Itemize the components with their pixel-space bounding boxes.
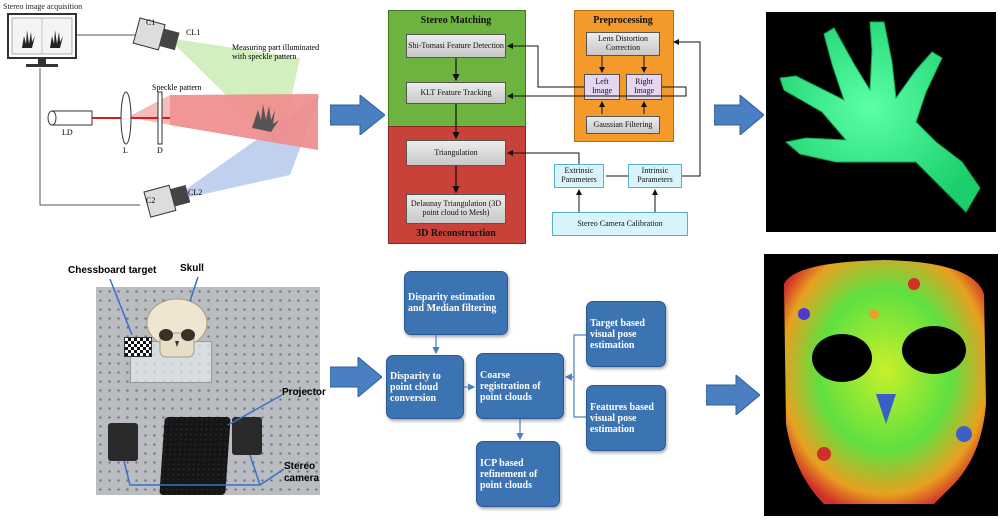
preprocessing-title: Preprocessing: [593, 15, 653, 26]
hand-mesh-render: [766, 12, 996, 232]
reconstruction-title: 3D Reconstruction: [416, 228, 496, 239]
lab-setup-photo: Chessboard target Skull Projector Stereo…: [0, 255, 335, 510]
extrinsic-box: Extrinsic Parameters: [554, 164, 604, 188]
pipeline-connectors: [452, 39, 701, 212]
skull-pointcloud-render: [764, 254, 998, 516]
chessboard-icon: [124, 337, 152, 357]
acquisition-setup-diagram: Stereo image acquisition C1 CL1 C2 CL2 L…: [0, 0, 330, 235]
laser-diode-icon: [47, 110, 160, 126]
diffuser-icon: [157, 91, 163, 145]
c1-label: C1: [146, 18, 156, 27]
lens-icon: [120, 91, 132, 145]
skull-label: Skull: [180, 263, 204, 274]
setup-title: Stereo image acquisition: [3, 2, 83, 11]
delaunay-box: Delaunay Triangulation (3D point cloud t…: [406, 194, 506, 224]
klt-box: KLT Feature Tracking: [406, 82, 506, 104]
camera-c2-icon: [143, 184, 191, 218]
flow-arrow-icon: [706, 375, 760, 415]
camera-c1-icon: [132, 17, 180, 51]
lens-distortion-box: Lens Distortion Correction: [586, 32, 660, 56]
right-camera-icon: [232, 417, 262, 455]
stereo-camera-label: Stereo camera: [284, 461, 320, 484]
calibration-box: Stereo Camera Calibration: [552, 212, 688, 236]
cl1-label: CL1: [186, 28, 201, 37]
gaussian-box: Gaussian Filtering: [586, 116, 660, 134]
target-pose-box: Target based visual pose estimation: [586, 301, 666, 367]
ld-label: LD: [62, 128, 73, 137]
coarse-registration-box: Coarse registration of point clouds: [476, 353, 564, 419]
l-label: L: [123, 146, 128, 155]
skull-icon: [146, 298, 208, 358]
registration-flow-diagram: Disparity estimation and Median filterin…: [380, 265, 680, 515]
acquisition-setup-svg: [7, 13, 320, 218]
stereo-matching-panel: [388, 10, 526, 128]
monitor-icon: [7, 13, 77, 67]
d-label: D: [157, 146, 163, 155]
speckle-label: Speckle pattern: [152, 83, 202, 92]
hand-mesh-icon: [779, 21, 981, 213]
left-camera-icon: [108, 423, 138, 461]
registration-connectors: [432, 334, 586, 441]
triangulation-box: Triangulation: [406, 140, 506, 166]
cl2-label: CL2: [188, 188, 203, 197]
measuring-label: Measuring part illuminated with speckle …: [232, 43, 320, 61]
flow-arrow-icon: [330, 95, 385, 135]
flow-arrow-icon: [714, 95, 764, 135]
skull-pointcloud-icon: [784, 260, 986, 504]
photo-pointer-lines: [109, 276, 285, 486]
projector-label: Projector: [282, 387, 326, 398]
disparity-conversion-box: Disparity to point cloud conversion: [386, 355, 464, 419]
shi-tomasi-box: Shi-Tomasi Feature Detection: [406, 34, 506, 58]
disparity-box: Disparity estimation and Median filterin…: [404, 271, 508, 335]
flow-arrow-icon: [330, 357, 382, 397]
c2-label: C2: [146, 196, 156, 205]
stereo-matching-title: Stereo Matching: [420, 15, 492, 26]
intrinsic-box: Intrinsic Parameters: [628, 164, 682, 188]
icp-refinement-box: ICP based refinement of point clouds: [476, 441, 560, 507]
feature-pose-box: Features based visual pose estimation: [586, 385, 666, 451]
chessboard-label: Chessboard target: [68, 265, 157, 276]
stereo-pipeline-diagram: Stereo Matching Preprocessing 3D Reconst…: [388, 10, 710, 244]
